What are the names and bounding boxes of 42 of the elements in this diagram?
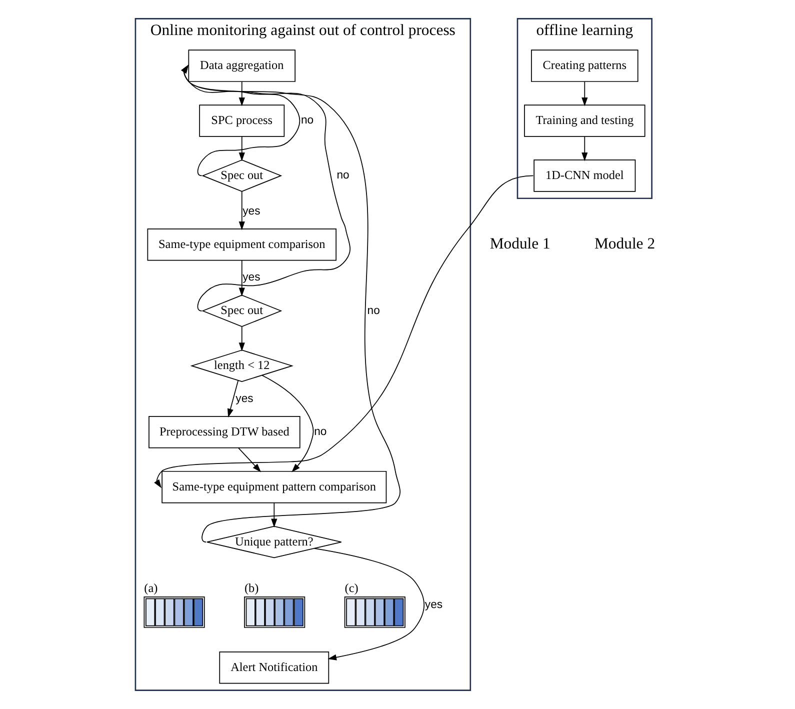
arrow	[238, 326, 244, 352]
edge-label: no	[336, 170, 349, 182]
node-diamond: Unique pattern?	[206, 526, 342, 558]
arrow	[238, 136, 244, 162]
arrow	[261, 374, 314, 472]
arrow	[238, 260, 244, 296]
arrow	[180, 64, 350, 312]
node-box: Same-type equipment pattern comparison	[161, 470, 386, 504]
edge-label: yes	[235, 392, 253, 405]
node-diamond: length < 12	[190, 350, 293, 382]
node-box: SPC process	[198, 104, 284, 137]
node-diamond: Spec out	[201, 160, 282, 192]
node-label: (a)	[144, 580, 158, 595]
edge-label: no	[314, 426, 326, 438]
arrow	[581, 81, 588, 106]
node-box: Creating patterns	[530, 50, 638, 82]
node-label: (b)	[244, 580, 258, 595]
label: Module 2	[594, 235, 655, 252]
node-box: Data aggregation	[188, 50, 296, 82]
node-box: 1D-CNN model	[533, 160, 636, 192]
arrow	[180, 64, 300, 176]
node-label: (c)	[344, 580, 358, 595]
node-box: Preprocessing DTW based	[148, 416, 300, 448]
arrow	[154, 175, 534, 488]
arrow	[180, 64, 400, 542]
edge-label: yes	[242, 272, 260, 284]
arrow	[238, 448, 261, 472]
arrow	[238, 81, 244, 106]
arrow	[238, 191, 244, 230]
edge-label: no	[300, 114, 314, 127]
arrow	[314, 548, 424, 660]
node-box: Training and testing	[524, 104, 645, 137]
node-box: Same-type equipment comparison	[146, 228, 336, 261]
edge-label: yes	[424, 598, 442, 611]
label: Module 1	[489, 235, 550, 252]
arrow	[226, 380, 238, 418]
edge-label: yes	[242, 205, 260, 218]
arrow	[270, 502, 277, 528]
edge-label: no	[366, 304, 380, 317]
node-box: Alert Notification	[218, 651, 329, 684]
arrow	[581, 136, 588, 162]
node-diamond: Spec out	[201, 294, 282, 328]
